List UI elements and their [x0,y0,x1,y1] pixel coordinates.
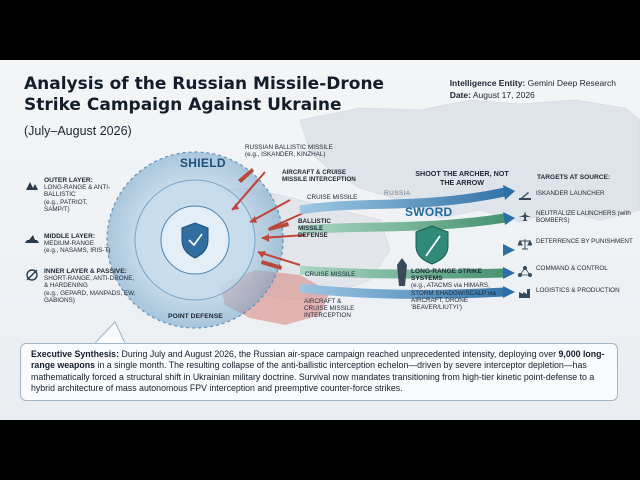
summary-emphasis: 9,000 long-range weapons [31,349,605,371]
ballistic-defense-label: BALLISTIC MISSILE DEFENSE [298,218,331,240]
cruise-missile-bottom-label: CRUISE MISSILE [305,271,356,278]
factory-icon [519,289,530,298]
sword-emblem-icon [415,225,449,265]
inner-layer-label: INNER LAYER & PASSIVE: SHORT-RANGE, ANTI… [44,268,139,304]
aircraft-interception-top-label: AIRCRAFT & CRUISE MISSILE INTERCEPTION [282,169,356,184]
outer-layer-title: OUTER LAYER: [44,177,93,184]
outer-layer-label: OUTER LAYER: LONG-RANGE & ANTI-BALLISTIC… [44,177,114,213]
summary-lead: Executive Synthesis: [31,349,120,359]
target-label: DETERRENCE BY PUNISHMENT [536,238,633,245]
summary-text-1: During July and August 2026, the Russian… [119,349,559,359]
target-label: LOGISTICS & PRODUCTION [536,287,620,294]
outer-layer-icon [26,182,38,190]
middle-layer-title: MIDDLE LAYER: [44,233,96,240]
point-defense-icon [181,222,209,259]
network-icon [518,266,532,277]
executive-summary: Executive Synthesis: During July and Aug… [20,343,618,401]
date-label: Date: [449,90,471,100]
inner-layer-icon [26,269,38,281]
strike-systems-label: LONG-RANGE STRIKE SYSTEMS (e.g., ATACMS … [411,268,511,311]
targets-title: TARGETS AT SOURCE: [537,174,611,181]
target-item: LOGISTICS & PRODUCTION [518,287,636,299]
diagram-graphics [94,99,640,344]
page-title: Analysis of the Russian Missile-Drone St… [24,74,385,115]
himars-icon [397,258,407,286]
target-item: DETERRENCE BY PUNISHMENT [518,238,636,250]
sword-arrowheads [503,185,515,298]
entity-value: Gemini Deep Research [527,78,616,88]
sword-heading: SWORD [405,205,453,219]
point-defense-label: POINT DEFENSE [168,313,223,320]
inner-layer-examples: (e.g., GEPARD, MANPADS, EW, GABIONS) [44,289,136,304]
aircraft-interception-bottom-label: AIRCRAFT & CRUISE MISSILE INTERCEPTION [304,298,355,320]
middle-layer-examples: (e.g., NASAMS, IRIS-T) [44,247,111,255]
russia-map-label: RUSSIA [384,190,411,197]
inner-layer-title: INNER LAYER & PASSIVE: [44,268,127,275]
target-label: ISKANDER LAUNCHER [536,190,605,197]
scales-icon [518,239,532,250]
target-label: NEUTRALIZE LAUNCHERS (with BOMBERS) [536,210,631,225]
middle-layer-icon [25,235,39,243]
target-label: COMMAND & CONTROL [536,265,608,272]
missile-icons [238,168,289,270]
entity-label: Intelligence Entity: [449,78,526,88]
target-item: COMMAND & CONTROL [518,265,636,277]
ballistic-missile-text: RUSSIAN BALLISTIC MISSILE [245,144,333,151]
strike-systems-title: LONG-RANGE STRIKE SYSTEMS [411,268,483,283]
inner-layer-text: SHORT-RANGE, ANTI-DRONE, & HARDENING [44,275,135,290]
cruise-missile-top-label: CRUISE MISSILE [307,194,358,201]
middle-layer-label: MIDDLE LAYER: MEDIUM-RANGE (e.g., NASAMS… [44,233,114,255]
middle-layer-text: MEDIUM-RANGE [44,240,95,248]
threat-arrowheads [232,203,269,258]
date-value: August 17, 2026 [472,90,535,100]
page-subtitle: (July–August 2026) [24,124,132,138]
infographic-slide: Analysis of the Russian Missile-Drone St… [0,60,640,420]
shield-heading: SHIELD [180,156,226,170]
map-russia [299,99,640,223]
sword-arrows [299,187,506,299]
ballistic-missile-label: RUSSIAN BALLISTIC MISSILE (e.g., ISKANDE… [245,144,355,158]
strike-systems-text: (e.g., ATACMS via HIMARS, STORM SHADOW/S… [411,282,496,312]
bomber-icon [519,211,531,221]
summary-text-2: in a single month. The resulting collaps… [31,360,595,393]
outer-layer-text: LONG-RANGE & ANTI-BALLISTIC [44,184,111,199]
ballistic-missile-examples: (e.g., ISKANDER, KINZHAL) [245,151,326,159]
target-item: NEUTRALIZE LAUNCHERS (with BOMBERS) [518,210,636,224]
launcher-icon [519,192,531,200]
meta-block: Intelligence Entity: Gemini Deep Researc… [450,77,616,101]
motto-label: SHOOT THE ARCHER, NOT THE ARROW [415,169,509,187]
outer-layer-examples: (e.g., PATRIOT, SAMP/T) [44,198,88,213]
target-item: ISKANDER LAUNCHER [518,190,636,202]
